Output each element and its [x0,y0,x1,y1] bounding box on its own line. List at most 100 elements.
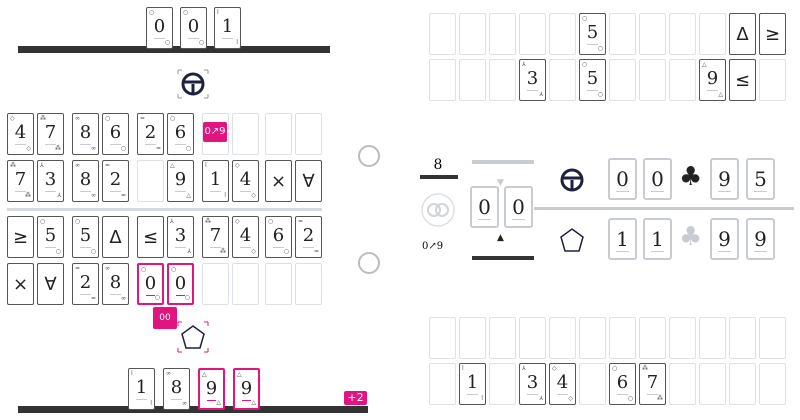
empty-slot[interactable] [699,317,726,359]
empty-slot[interactable] [699,363,726,405]
empty-slot[interactable] [729,363,756,405]
empty-slot[interactable] [265,263,292,305]
empty-slot[interactable] [639,317,666,359]
card[interactable]: 8∞∞ [72,113,99,155]
empty-slot[interactable] [669,13,696,55]
card[interactable]: 7⁂⁂ [202,216,229,258]
empty-slot[interactable] [232,263,259,305]
card[interactable]: 5○○ [72,216,99,258]
empty-slot[interactable] [669,59,696,101]
turn-indicator-top[interactable] [358,145,380,167]
card[interactable]: 5○○ [579,59,606,101]
card[interactable]: 7⁂⁂ [37,113,64,155]
card[interactable]: ≥ [7,216,34,258]
empty-slot[interactable] [429,59,456,101]
card[interactable]: 3⅄⅄ [167,216,194,258]
card[interactable]: 4◇◇ [7,113,34,155]
empty-slot[interactable] [579,363,606,405]
card[interactable]: 4◇◇ [232,216,259,258]
empty-slot[interactable] [669,317,696,359]
range-badge[interactable]: 0↗9 [203,122,227,142]
card[interactable]: 5○○ [579,13,606,55]
empty-slot[interactable] [519,317,546,359]
card[interactable]: Δ [729,13,756,55]
card[interactable]: 3⅄⅄ [519,363,546,405]
card[interactable]: ∀ [295,160,322,202]
empty-slot[interactable] [202,263,229,305]
card[interactable]: 7⁂⁂ [639,363,666,405]
empty-slot[interactable] [265,113,292,155]
empty-slot[interactable] [429,13,456,55]
turn-indicator-bottom[interactable] [358,252,380,274]
empty-slot[interactable] [639,13,666,55]
card[interactable]: ≤ [729,59,756,101]
card[interactable]: 0○○ [137,263,164,305]
card[interactable]: 4◇◇ [232,160,259,202]
empty-slot[interactable] [295,263,322,305]
card[interactable]: 8∞∞ [102,263,129,305]
card[interactable]: 4◇◇ [549,363,576,405]
card[interactable]: 6○○ [167,113,194,155]
card[interactable]: 9△△ [699,59,726,101]
card[interactable]: 0○○ [167,263,194,305]
card[interactable]: 2== [102,160,129,202]
empty-slot[interactable] [232,113,259,155]
empty-slot[interactable] [549,59,576,101]
card[interactable]: ∀ [37,263,64,305]
card[interactable]: 3⅄⅄ [37,160,64,202]
empty-slot[interactable] [609,317,636,359]
empty-slot[interactable] [669,363,696,405]
card[interactable]: 6○○ [102,113,129,155]
empty-slot[interactable] [609,13,636,55]
empty-slot[interactable] [699,13,726,55]
empty-slot[interactable] [639,59,666,101]
card[interactable]: 9△△ [167,160,194,202]
empty-slot[interactable] [489,13,516,55]
card[interactable]: 9△△ [198,368,225,410]
card[interactable]: 2== [137,113,164,155]
empty-slot[interactable] [549,13,576,55]
empty-slot[interactable] [459,317,486,359]
selection-badge[interactable]: 00 [153,307,177,329]
empty-slot[interactable] [137,160,164,202]
empty-slot[interactable] [519,13,546,55]
card[interactable]: 6○○ [609,363,636,405]
card[interactable]: 6○○ [265,216,292,258]
card[interactable]: × [265,160,292,202]
center-card[interactable]: 0 [470,186,499,228]
empty-slot[interactable] [759,317,786,359]
card[interactable]: 5○○ [37,216,64,258]
empty-slot[interactable] [759,363,786,405]
empty-slot[interactable] [429,363,456,405]
card[interactable]: ≤ [137,216,164,258]
card[interactable]: 3⅄⅄ [519,59,546,101]
center-card[interactable]: 0 [504,186,533,228]
card[interactable]: 7⁂⁂ [7,160,34,202]
card[interactable]: 9△△ [233,368,260,410]
card[interactable]: × [7,263,34,305]
empty-slot[interactable] [489,317,516,359]
card[interactable]: ≥ [759,13,786,55]
empty-slot[interactable] [759,59,786,101]
empty-slot[interactable] [429,317,456,359]
empty-slot[interactable] [295,113,322,155]
card[interactable]: 0○○ [180,7,207,49]
card[interactable]: 8∞∞ [72,160,99,202]
card[interactable]: 2== [295,216,322,258]
empty-slot[interactable] [459,59,486,101]
empty-slot[interactable] [609,59,636,101]
card[interactable]: 8∞∞ [163,368,190,410]
empty-slot[interactable] [489,59,516,101]
card[interactable]: 0○○ [146,7,173,49]
card[interactable]: Δ [102,216,129,258]
empty-slot[interactable] [549,317,576,359]
card[interactable]: 2== [72,263,99,305]
empty-slot[interactable] [489,363,516,405]
empty-slot[interactable] [729,317,756,359]
empty-slot[interactable] [459,13,486,55]
empty-slot[interactable] [579,317,606,359]
